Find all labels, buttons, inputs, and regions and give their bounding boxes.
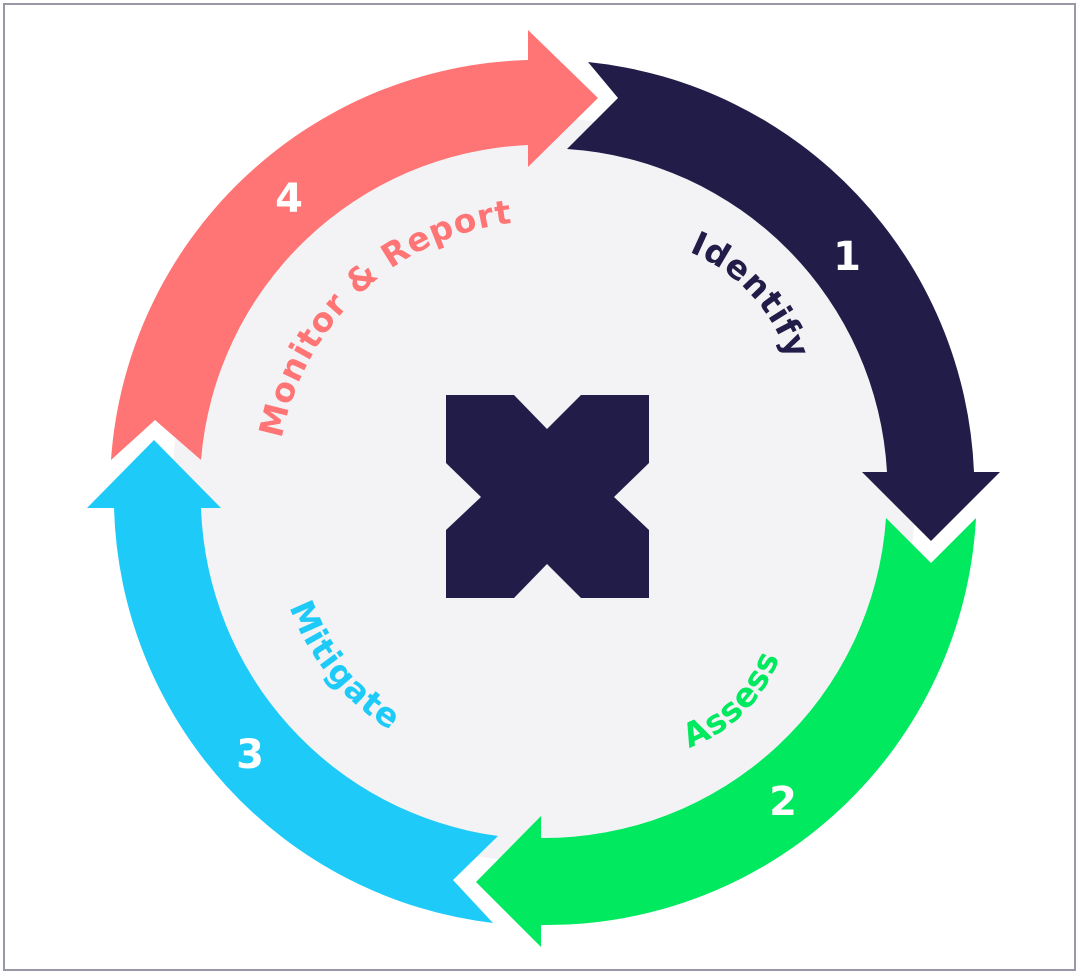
arrow-segment-monitor — [111, 30, 598, 460]
step-number-3: 3 — [236, 732, 264, 778]
arrow-segment-assess — [476, 518, 976, 947]
step-number-2: 2 — [769, 779, 797, 825]
frame-border — [3, 3, 1076, 971]
arrow-segment-identify — [567, 62, 1000, 541]
step-number-4: 4 — [275, 176, 303, 222]
arrow-segment-mitigate — [87, 440, 498, 923]
x-logo-icon — [446, 395, 649, 598]
step-number-1: 1 — [833, 234, 861, 280]
